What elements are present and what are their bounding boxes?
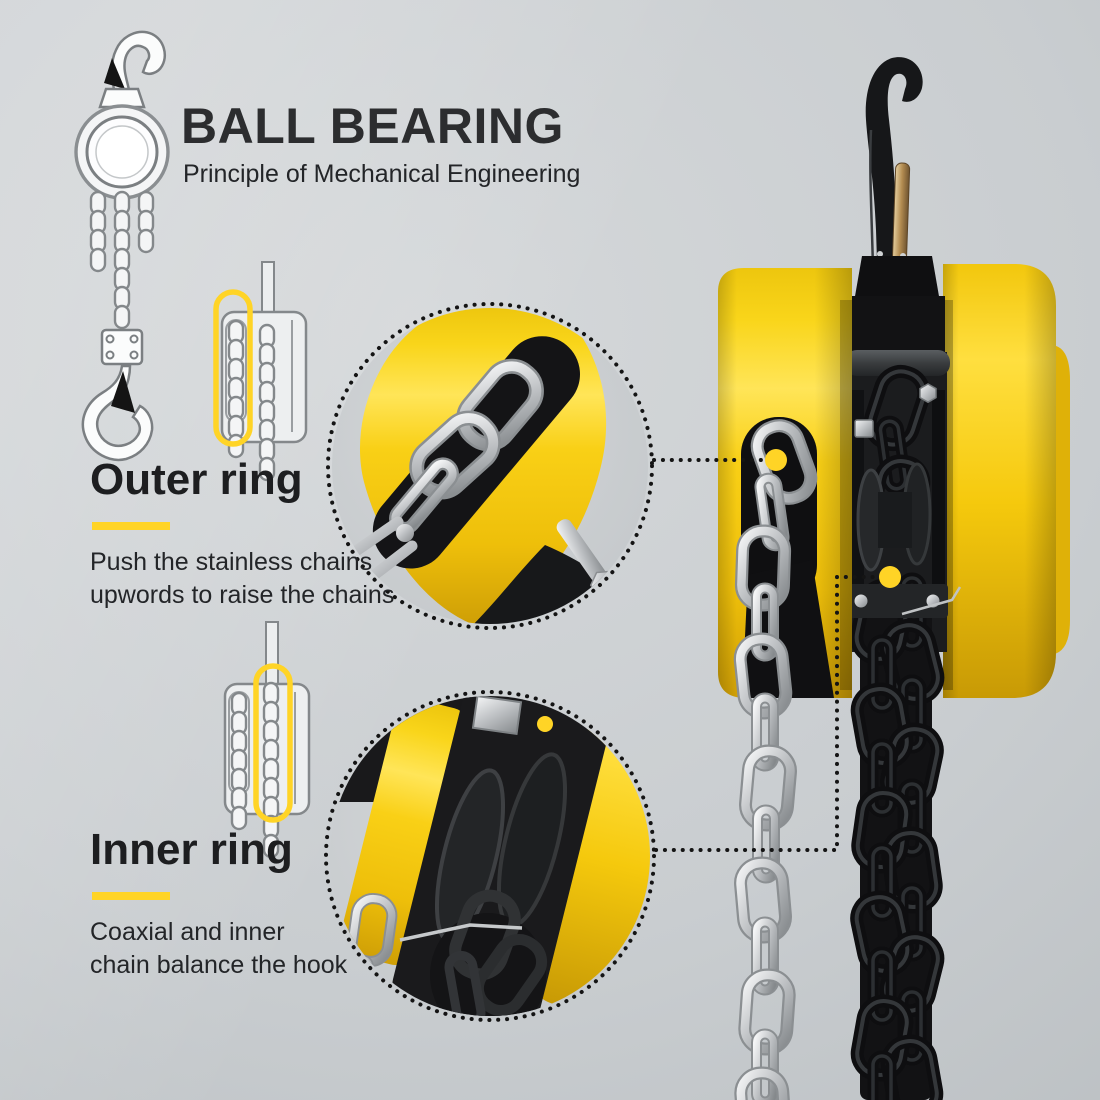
leader-line-inner: [654, 566, 901, 852]
inner-ring-heading: Inner ring: [90, 825, 293, 874]
safety-latch: [891, 162, 911, 268]
outer-ring-accent-bar: [92, 522, 170, 530]
icon-bottom-hook: [81, 364, 154, 462]
chain-hoist-line-art-icon: [74, 30, 170, 462]
outer-ring-callout: [326, 302, 654, 630]
outer-callout-border: [326, 302, 654, 630]
header: BALL BEARING Principle of Mechanical Eng…: [181, 100, 580, 189]
outer-ring-description-line2: upwords to raise the chains: [90, 580, 395, 609]
bottom-bracket: [827, 584, 962, 621]
outer-ring-zoom-photo: [334, 308, 642, 624]
icon-chains: [89, 190, 155, 330]
inner-ring-callout: [324, 690, 656, 1022]
inner-callout-border: [324, 690, 656, 1022]
inner-ring-description-line2: chain balance the hook: [90, 950, 348, 979]
inner-ring-zoom-photo: [330, 696, 650, 1016]
outer-ring-description-line1: Push the stainless chains: [90, 548, 373, 576]
inner-chain-highlight-box: [253, 663, 293, 823]
leader-dot-outer: [765, 449, 787, 471]
icon-top-hook: [110, 30, 166, 92]
left-drum: [718, 268, 852, 698]
outer-ring-note: Outer ring Push the stainless chains upw…: [90, 458, 450, 611]
hoist-side-view-outer-chain-highlight-icon: [213, 261, 308, 482]
inner-ring-accent-bar: [92, 892, 170, 900]
leader-line-outer: [652, 449, 787, 471]
hex-bolt: [919, 383, 937, 404]
top-hook: [865, 57, 923, 293]
icon-bottom-latch: [111, 371, 135, 413]
icon-top-latch: [104, 58, 125, 89]
page-title: BALL BEARING: [181, 98, 564, 154]
inner-ring-description-line1: Coaxial and inner: [90, 918, 285, 946]
outer-ring-heading: Outer ring: [90, 455, 303, 504]
inner-ring-description: Coaxial and inner chain balance the hook: [90, 916, 450, 981]
black-load-chain: [853, 578, 943, 1100]
right-drum: [943, 264, 1056, 698]
inner-ring-note: Inner ring Coaxial and inner chain balan…: [90, 828, 450, 981]
icon-swivel-plate: [100, 328, 144, 366]
hoist-side-view-inner-chain-highlight-icon: [223, 621, 311, 859]
outer-ring-description: Push the stainless chains upwords to rai…: [90, 546, 450, 611]
cotter-wire: [901, 586, 962, 616]
square-nut: [854, 419, 874, 438]
main-hoist-photo: [718, 57, 1070, 1100]
suspension-bracket: [854, 256, 940, 302]
leader-dot-inner: [879, 566, 901, 588]
outer-chain-highlight-box: [213, 289, 253, 447]
cross-pin: [845, 350, 950, 376]
page-subtitle: Principle of Mechanical Engineering: [183, 159, 581, 188]
